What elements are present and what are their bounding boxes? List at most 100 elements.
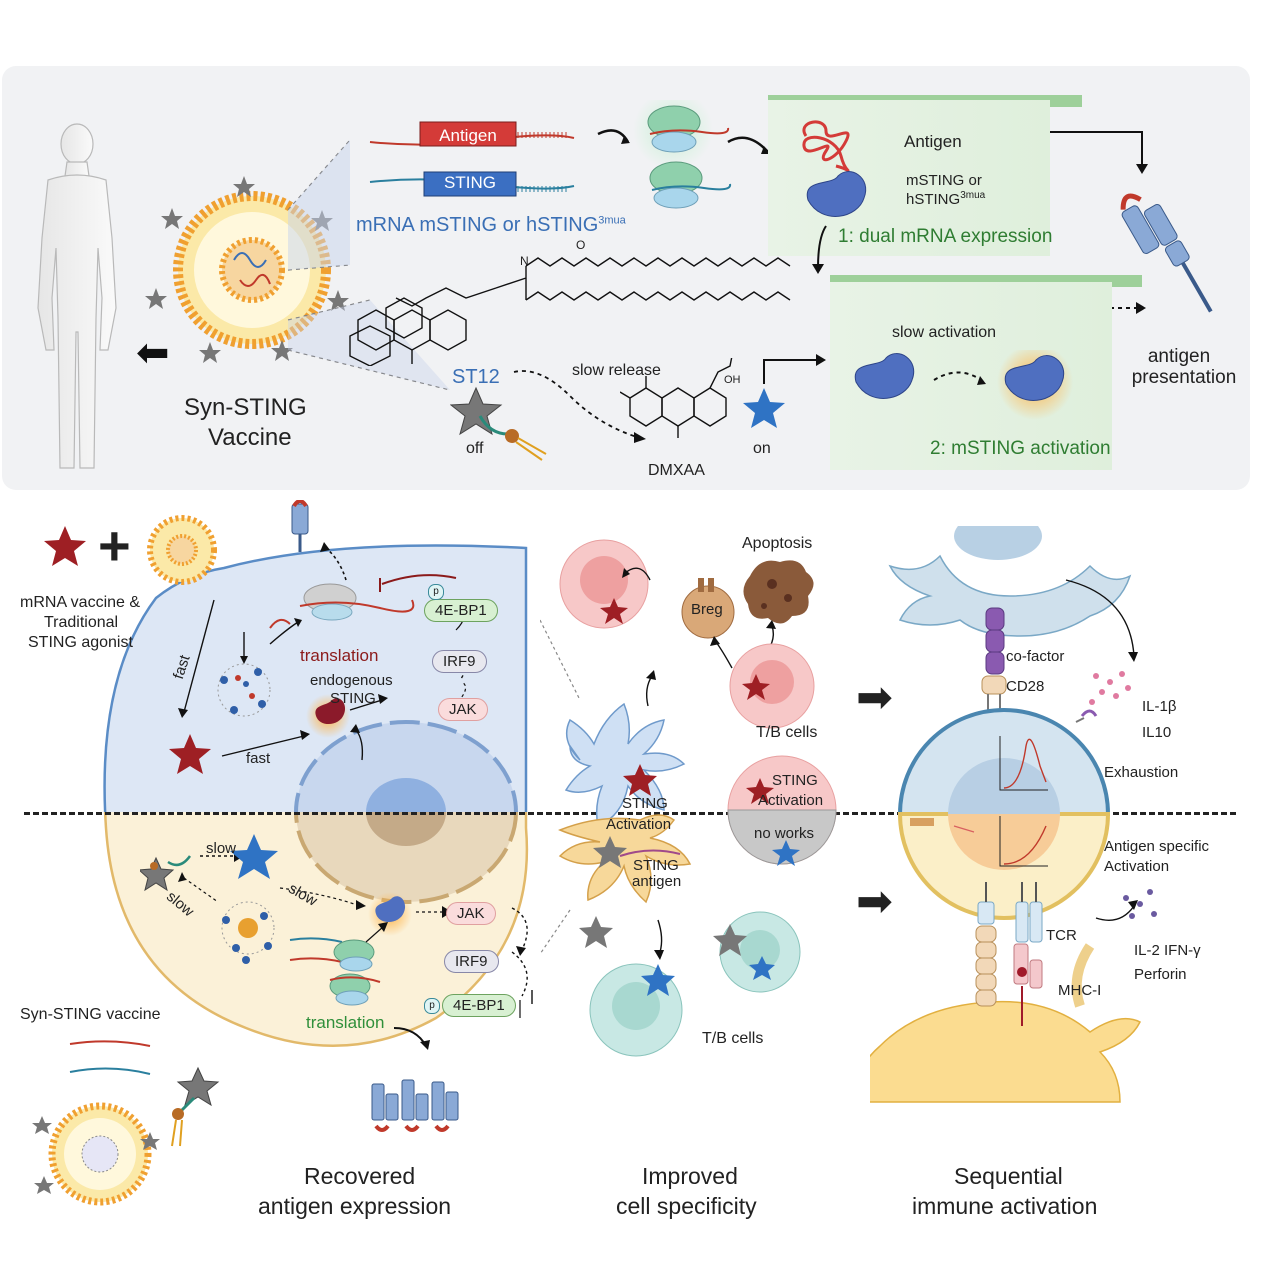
panel2-caption: 2: mSTING activation (930, 438, 1111, 459)
no-works-label: no works (754, 825, 815, 842)
sting-activation-cell-1: STING (772, 772, 818, 789)
dashed-divider (24, 812, 1236, 815)
antigen-presentation-2: presentation (1131, 367, 1237, 388)
translation-top-label: translation (300, 646, 379, 665)
zoom-lines (287, 139, 451, 391)
exhaustion-label: Exhaustion (1104, 764, 1179, 781)
tb-top-label: T/B cells (756, 724, 818, 741)
pill-irf9-bottom: IRF9 (444, 950, 499, 973)
breg-label: Breg (691, 601, 723, 618)
tb-bottom-label: T/B cells (702, 1030, 764, 1047)
sting-activation-dc-2: Activation (606, 816, 672, 833)
on-to-panel2-arrow (763, 354, 826, 384)
chem-n-label: N (520, 254, 529, 268)
syn-sting-caption: Syn-STING vaccine (20, 1006, 161, 1023)
pill-4ebp1-bottom: 4E-BP1 (442, 994, 516, 1017)
p-badge-bottom: p (424, 998, 440, 1014)
slow-release-label: slow release (572, 362, 661, 379)
right-cells (870, 526, 1157, 1103)
left-footer-2: antigen expression (258, 1193, 452, 1219)
red-star-icon (44, 526, 86, 566)
middle-cells (540, 539, 837, 1057)
p-badge-top-text: p (433, 586, 439, 597)
mrna-vaccine-caption-3: STING agonist (28, 634, 133, 651)
sting-mrna-strand (369, 171, 575, 197)
translation-bottom-label: translation (306, 1013, 385, 1032)
panel1-hsting-sup: 3mua (960, 190, 986, 201)
right-arrow-top: ➡ (856, 673, 893, 722)
endogenous-label-2: STING (330, 690, 376, 707)
apoptosis-label: Apoptosis (742, 535, 813, 552)
panel1-caption: 1: dual mRNA expression (838, 226, 1053, 247)
dmxaa-structure (620, 358, 733, 438)
upper-red-star-icon (169, 734, 211, 774)
st12-label: ST12 (452, 366, 500, 388)
antigen-protein-icon (802, 120, 850, 172)
mrna-label-sup: 3mua (598, 214, 626, 227)
p-badge-top: p (428, 584, 444, 600)
lipid-chemical-structure (349, 257, 791, 366)
chem-oh-label: OH (724, 374, 741, 386)
big-cell (103, 544, 529, 1047)
antigen-specific-1: Antigen specific (1104, 838, 1210, 855)
sting-activation-cell-2: Activation (758, 792, 824, 809)
antigen-box-label: Antigen (439, 126, 497, 145)
plus-icon: + (98, 514, 131, 577)
right-arrow-bottom: ➡ (856, 877, 893, 926)
sting-box-label: STING (444, 173, 496, 192)
mhc-receptor-icon (1120, 193, 1213, 313)
antigen-mrna-strand (369, 121, 575, 147)
slow-label-1: slow (206, 840, 237, 857)
cytokines-1: IL-2 IFN-γ (1134, 942, 1201, 959)
sting-antigen-2: antigen (632, 873, 682, 890)
mrna-label: mRNA mSTING or hSTING3mua (356, 214, 626, 237)
right-footer-2: immune activation (912, 1193, 1098, 1219)
sting-protein-icon (806, 171, 867, 217)
sting-activation-dc-1: STING (622, 795, 668, 812)
endogenous-label-1: endogenous (310, 672, 393, 689)
sting-antigen-1: STING (633, 857, 679, 874)
mrna-vaccine-caption-1: mRNA vaccine & (20, 594, 141, 611)
lower-cell-content (140, 834, 533, 1050)
p-badge-bottom-text: p (429, 1000, 435, 1011)
pill-jak-top: JAK (438, 698, 488, 721)
sting-activation-icons (854, 350, 1073, 420)
panel1-msting-label2: hSTING3mua (906, 190, 985, 208)
right-footer-1: Sequential (954, 1163, 1063, 1189)
human-body-icon (37, 123, 117, 469)
membrane-receptors-icon (371, 1079, 459, 1132)
cd28-label: CD28 (1006, 678, 1045, 695)
ribosome-icons (597, 100, 770, 209)
dmxaa-label: DMXAA (648, 462, 705, 479)
pill-jak-bottom: JAK (446, 902, 496, 925)
chem-o-label: O (576, 238, 586, 252)
left-footer-1: Recovered (304, 1163, 416, 1189)
mrna-vaccine-caption-2: Traditional (44, 614, 119, 631)
panel1-msting-label1: mSTING or (906, 172, 982, 189)
panel1 (768, 100, 1050, 256)
panel1-hsting-text: hSTING (906, 191, 961, 208)
panel2-slow-activation: slow activation (892, 324, 997, 341)
upper-cell-content (178, 500, 467, 761)
slow-release-arrow (513, 370, 646, 443)
il10-label: IL10 (1142, 724, 1172, 741)
pill-4ebp1-top: 4E-BP1 (424, 599, 498, 622)
panel1-antigen-label: Antigen (904, 132, 962, 151)
xanthone-structure-top (357, 309, 467, 364)
mhc-label: MHC-I (1058, 982, 1102, 999)
st12-molecule-icon (450, 386, 547, 461)
mrna-label-text: mRNA mSTING or hSTING (356, 214, 599, 236)
left-arrow: ⬅ (136, 331, 170, 375)
tcr-label: TCR (1046, 927, 1077, 944)
middle-footer-2: cell specificity (616, 1193, 757, 1219)
vaccine-title-2: Vaccine (208, 424, 292, 451)
middle-footer-1: Improved (642, 1163, 738, 1189)
syn-sting-vaccine-icon (32, 1040, 220, 1206)
vaccine-title-1: Syn-STING (184, 394, 307, 421)
antigen-specific-2: Activation (1104, 858, 1170, 875)
on-label: on (753, 440, 771, 457)
cofactor-label: co-factor (1006, 648, 1065, 665)
pill-irf9-top: IRF9 (432, 650, 487, 673)
cytokines-2: Perforin (1134, 966, 1187, 983)
dmxaa-on-star-icon (743, 388, 785, 428)
